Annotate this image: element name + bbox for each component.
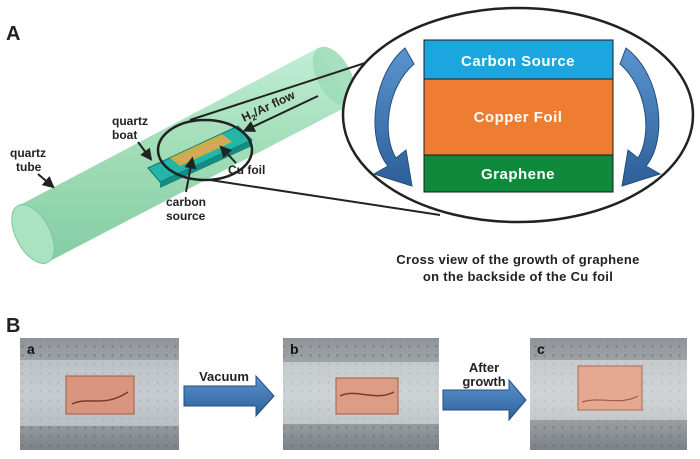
arrow-vacuum: Vacuum (183, 369, 275, 418)
quartz-tube-label-1: quartz (10, 146, 46, 160)
arrow-after-growth-label-2: growth (462, 374, 505, 389)
photo-a: a (20, 338, 179, 450)
caption-line-2: on the backside of the Cu foil (423, 269, 613, 284)
layer-stack: Carbon Source Copper Foil Graphene (423, 39, 614, 193)
photo-b-label: b (290, 341, 299, 357)
photo-b: b (283, 338, 439, 450)
gas-flow-arrow (242, 95, 319, 132)
layer-graphene (423, 154, 614, 193)
photo-c-label: c (537, 341, 545, 357)
carbon-source-arrow (184, 156, 197, 193)
quartz-boat-label-1: quartz (112, 114, 148, 128)
arrow-after-growth-label-1: After (469, 360, 499, 375)
quartz-tube-arrow (37, 173, 55, 189)
quartz-tube-label-2: tube (16, 160, 42, 174)
panel-b-label: B (6, 315, 20, 337)
curved-arrow-right (619, 47, 662, 187)
quartz-boat-label-2: boat (112, 128, 137, 142)
cu-foil-arrow (219, 145, 237, 164)
carbon-source-label-1: carbon (166, 195, 206, 209)
photo-a-label: a (27, 341, 35, 357)
panel-a-label: A (6, 23, 20, 45)
arrow-vacuum-label: Vacuum (199, 369, 249, 384)
caption-line-1: Cross view of the growth of graphene (396, 252, 639, 267)
zoom-line-bottom (209, 179, 441, 216)
curved-arrow-left (372, 47, 415, 187)
carbon-source-label-2: source (166, 209, 206, 223)
layer-copper-foil-label: Copper Foil (474, 109, 563, 126)
cu-foil-label: Cu foil (228, 163, 265, 177)
zoom-ellipse-small (156, 118, 254, 182)
photo-c: c (530, 338, 687, 450)
layer-graphene-label: Graphene (481, 166, 555, 183)
arrow-after-growth: After growth (442, 360, 527, 422)
layer-carbon-source-label: Carbon Source (461, 53, 575, 70)
quartz-boat-arrow (137, 141, 153, 161)
